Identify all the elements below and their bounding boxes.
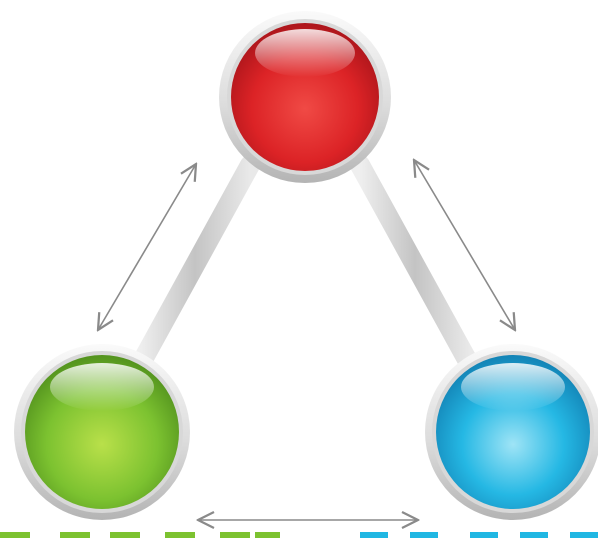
connector-top-right <box>350 155 480 375</box>
relationship-arrows <box>98 160 515 520</box>
arrow-top-right <box>414 160 515 330</box>
node-right-blue-sphere <box>425 344 598 520</box>
connector-top-left <box>130 155 260 375</box>
bottom-bar-blue <box>360 532 598 538</box>
arrow-top-left <box>98 164 196 330</box>
node-left-green-sphere <box>14 344 190 520</box>
node-top-red-sphere <box>219 11 391 183</box>
connector-rods <box>130 155 480 474</box>
bottom-bar-green <box>0 532 280 538</box>
